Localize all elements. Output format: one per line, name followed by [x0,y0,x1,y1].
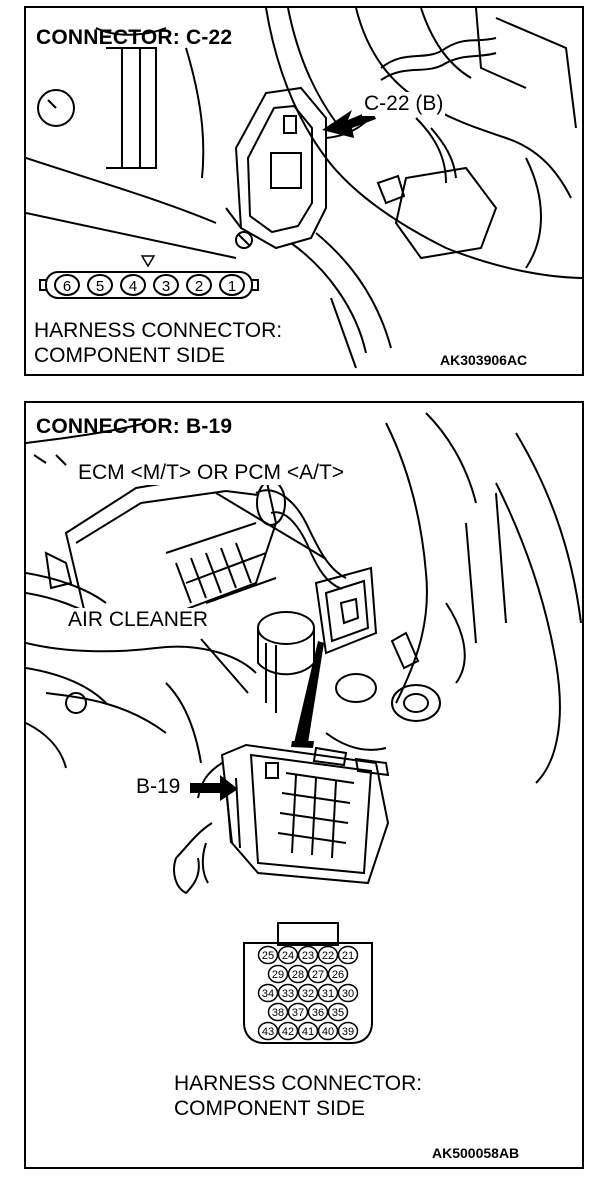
b19-title: CONNECTOR: B-19 [36,415,233,438]
b19-pin-43 [257,1021,279,1041]
b19-pin-26 [327,964,349,984]
connector-c22-panel: 6 5 4 3 2 1 CONNECTOR: C-22 C-22 (B) HARNESS … [24,6,584,376]
b19-pin-label: 38 [272,1007,284,1019]
b19-pin-label: 23 [302,950,314,962]
b19-pin-label: 24 [282,950,294,962]
b19-pin-33 [277,983,299,1003]
c22-caption: HARNESS CONNECTOR: COMPONENT SIDE [34,318,282,368]
c22-connector-label: C-22 (B) [362,92,446,116]
b19-pin-39 [337,1021,359,1041]
c22-pin-2 [186,274,212,296]
c22-pin-label: 3 [162,278,170,295]
c22-title: CONNECTOR: C-22 [36,26,233,49]
b19-pin-31 [317,983,339,1003]
b19-pin-21 [337,945,359,965]
c22-pin-marker-icon [140,255,156,268]
c22-pin-4 [120,274,146,296]
b19-pin-32 [297,983,319,1003]
c22-engine-bay-illustration: 6 5 4 3 2 1 [26,8,582,369]
c22-pin-5 [87,274,113,296]
b19-pin-label: 26 [332,969,344,981]
b19-pin-label: 36 [312,1007,324,1019]
b19-pin-35 [327,1002,349,1022]
b19-pin-label: 39 [342,1026,354,1038]
c22-pin-1 [219,274,245,296]
b19-pin-29 [267,964,289,984]
c22-pin-label: 1 [228,278,236,295]
b19-pin-label: 25 [262,950,274,962]
b19-pin-34 [257,983,279,1003]
b19-ecm-label: ECM <M/T> OR PCM <A/T> [76,461,347,485]
b19-pin-label: 43 [262,1026,274,1038]
c22-pin-label: 5 [96,278,104,295]
b19-pin-42 [277,1021,299,1041]
b19-pin-25 [257,945,279,965]
b19-figure-code: AK500058AB [432,1145,520,1161]
b19-pin-label: 30 [342,988,354,1000]
b19-connector-label: B-19 [134,775,183,799]
c22-caption-line2: COMPONENT SIDE [34,344,225,367]
b19-caption: HARNESS CONNECTOR: COMPONENT SIDE [174,1071,422,1121]
b19-caption-line2: COMPONENT SIDE [174,1097,365,1120]
b19-pin-label: 37 [292,1007,304,1019]
b19-location-pointer [294,641,324,743]
c22-pin-3 [153,274,179,296]
b19-pin-27 [307,964,329,984]
b19-pin-label: 28 [292,969,304,981]
b19-pin-label: 21 [342,950,354,962]
b19-pointer-arrow [190,775,238,801]
b19-air-cleaner-label: AIR CLEANER [66,608,211,632]
c22-caption-line1: HARNESS CONNECTOR: [34,319,283,342]
c22-pin-strip: 6 5 4 3 2 1 [39,255,259,299]
b19-pin-label: 27 [312,969,324,981]
b19-pin-grid: 25 24 23 22 21 29 28 27 26 34 33 32 31 30 38 37 36 35 43 42… [257,945,359,1041]
b19-pin-label: 32 [302,988,314,1000]
b19-pin-label: 33 [282,988,294,1000]
b19-pin-41 [297,1021,319,1041]
b19-pin-37 [287,1002,309,1022]
c22-pointer-arrow [322,110,376,138]
c22-figure-code: AK303906AC [440,352,528,368]
b19-pin-label: 31 [322,988,334,1000]
c22-pin-label: 6 [63,278,71,295]
b19-pin-30 [337,983,359,1003]
b19-pin-38 [267,1002,289,1022]
c22-pin-label: 4 [129,278,137,295]
b19-pin-label: 41 [302,1026,314,1038]
b19-pin-label: 42 [282,1026,294,1038]
b19-pin-label: 35 [332,1007,344,1019]
b19-pin-28 [287,964,309,984]
b19-caption-line1: HARNESS CONNECTOR: [174,1072,423,1095]
b19-pin-40 [317,1021,339,1041]
b19-pin-label: 29 [272,969,284,981]
c22-pin-label: 2 [195,278,203,295]
b19-pin-24 [277,945,299,965]
b19-pin-22 [317,945,339,965]
b19-engine-bay-illustration: 25 24 23 22 21 29 28 27 26 34 33 32 31 30 38 37 36 35 43 42… [26,412,582,1044]
b19-pin-label: 40 [322,1026,334,1038]
b19-pin-label: 22 [322,950,334,962]
b19-pin-23 [297,945,319,965]
connector-b19-panel: 25 24 23 22 21 29 28 27 26 34 33 32 31 30 38 37 36 35 43 42… [24,401,584,1169]
b19-pin-label: 34 [262,988,274,1000]
c22-pin-6 [54,274,80,296]
b19-pin-36 [307,1002,329,1022]
